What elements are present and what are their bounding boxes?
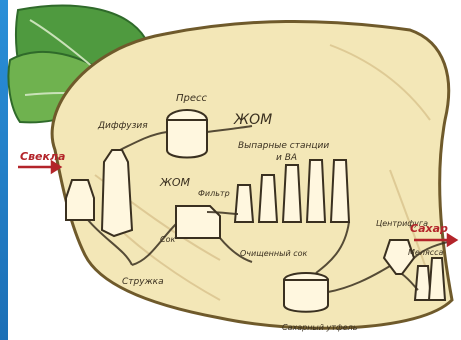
label-evaporators: Выпарные станции [238, 141, 329, 151]
press-body [167, 120, 207, 158]
label-clarified-juice: Очищенный сок [240, 249, 307, 258]
label-crystallizer: Сахарный утфель [282, 323, 358, 332]
label-juice: Сок [160, 235, 175, 244]
label-diffuser: Диффузия [97, 121, 148, 131]
diffuser-tower [102, 150, 132, 236]
crystallizer-body [284, 280, 328, 312]
label-evaporators-2: и ВА [276, 153, 297, 163]
evaporator-5 [331, 160, 349, 222]
molasses-tank-2 [429, 258, 445, 300]
beet-hopper [66, 180, 94, 220]
label-molasses: Мелясса [408, 248, 444, 257]
label-chips: Стружка [122, 277, 164, 287]
label-beet-input: Свекла [20, 150, 65, 163]
sugar-output-arrowhead [448, 235, 456, 245]
label-pulp-2: ЖОМ [159, 176, 191, 189]
evaporator-4 [307, 160, 325, 222]
label-filter: Фильтр [198, 189, 230, 198]
label-pulp-1: ЖОМ [233, 112, 272, 128]
evaporator-3 [283, 165, 301, 222]
label-press: Пресс [176, 93, 208, 104]
filter-unit [176, 206, 220, 238]
evaporator-1 [235, 185, 253, 222]
evaporator-2 [259, 175, 277, 222]
label-sugar-output: Сахар [410, 222, 448, 235]
